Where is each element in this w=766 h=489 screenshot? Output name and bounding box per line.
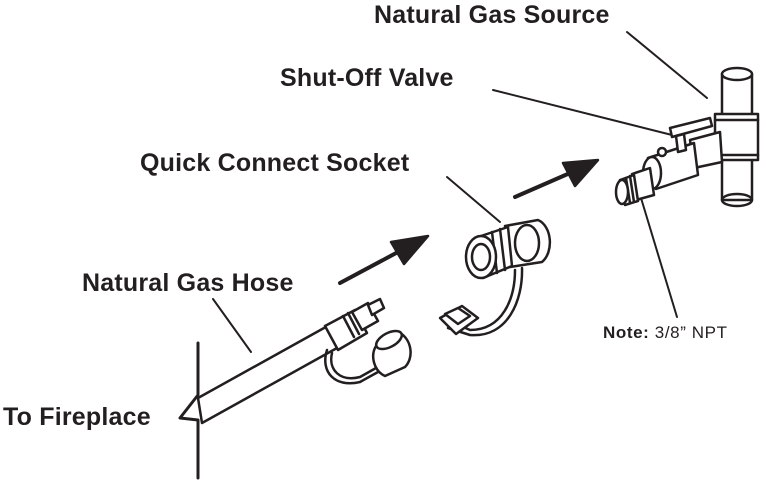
label-natural-gas-source: Natural Gas Source (374, 1, 610, 29)
arrow-left (338, 234, 430, 285)
label-natural-gas-hose: Natural Gas Hose (82, 269, 294, 297)
hose-fitting (323, 297, 386, 352)
leader-note (640, 197, 678, 318)
hose-body (196, 321, 348, 425)
quick-connect-socket (438, 218, 551, 337)
direction-arrows (338, 158, 600, 285)
npt-note: Note: 3/8” NPT (603, 323, 728, 343)
leader-lines (212, 31, 708, 353)
natural-gas-hose (178, 297, 412, 480)
label-shut-off-valve: Shut-Off Valve (280, 64, 454, 92)
gas-source-assembly (614, 66, 760, 208)
hose-break-line (178, 341, 200, 480)
hose-dust-cap (324, 329, 412, 385)
label-quick-connect-socket: Quick Connect Socket (140, 149, 410, 177)
arrow-right (513, 158, 600, 199)
note-text: 3/8” NPT (654, 323, 728, 342)
shut-off-valve (641, 116, 714, 191)
leader-gas-source (626, 31, 708, 99)
leader-gas-hose (212, 298, 252, 353)
note-prefix: Note: (603, 323, 650, 342)
leader-quick-connect (446, 176, 501, 223)
label-to-fireplace: To Fireplace (3, 403, 151, 431)
npt-fitting (614, 166, 656, 207)
leader-shut-off-valve (492, 89, 673, 136)
